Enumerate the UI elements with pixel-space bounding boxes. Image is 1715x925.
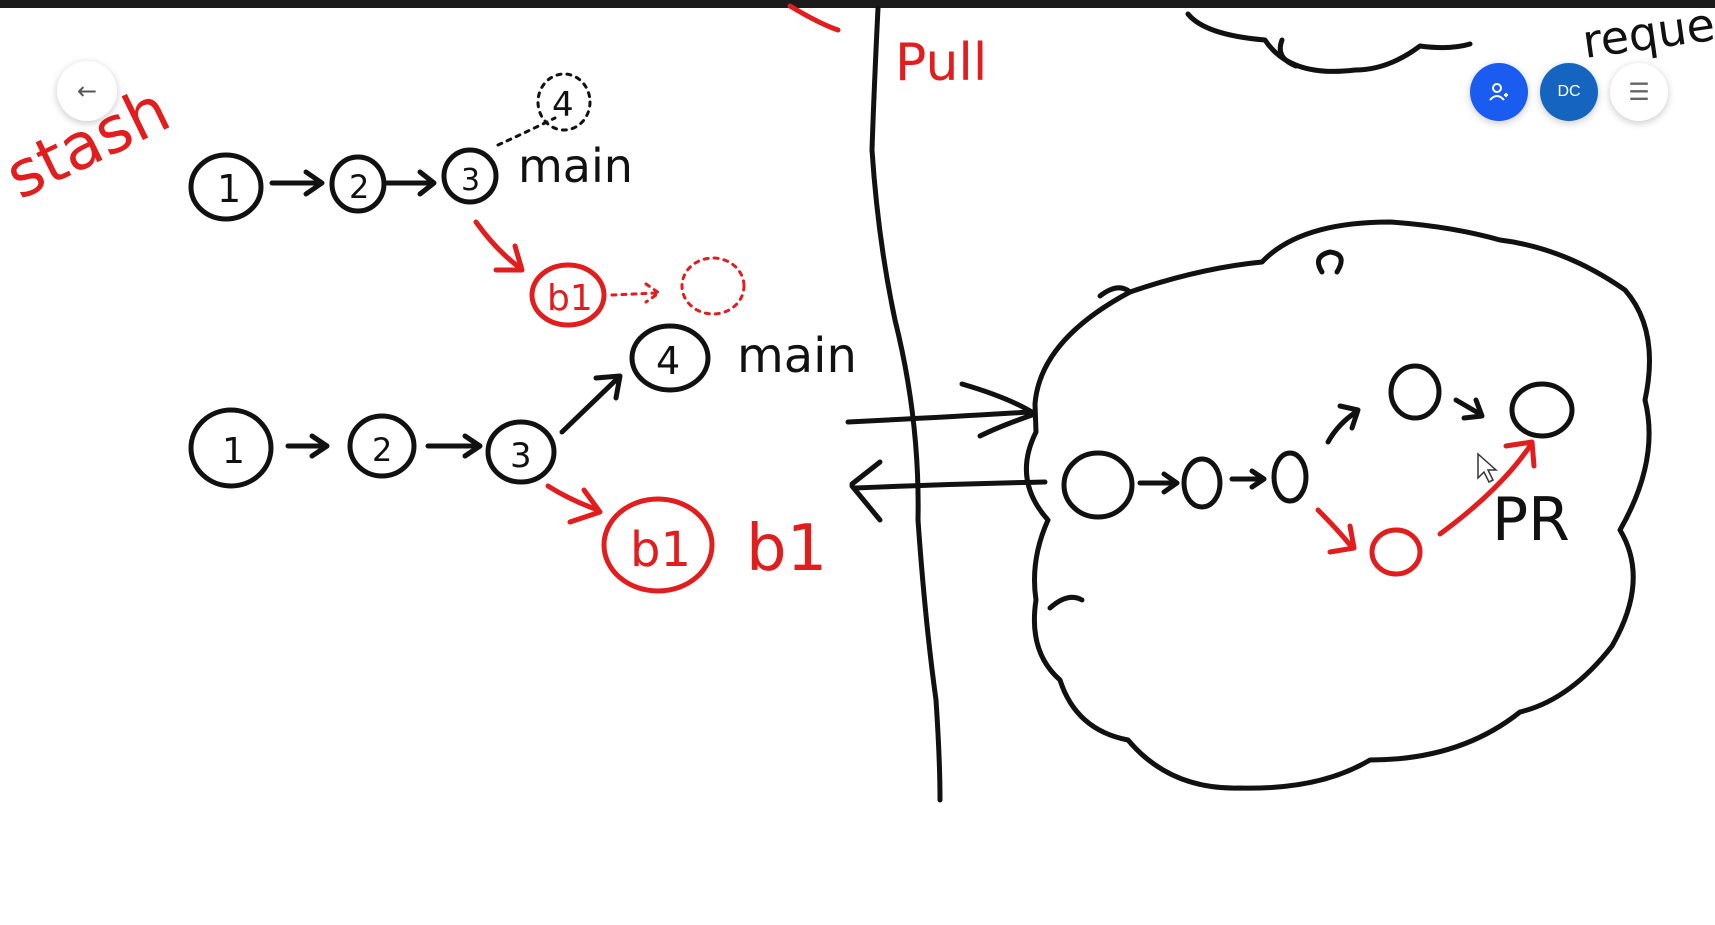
- remote-commit-2: [1181, 456, 1223, 510]
- pull-label: Pull: [895, 33, 987, 93]
- window-top-edge: [0, 0, 1715, 8]
- commit-node-2-mid: [347, 413, 417, 479]
- partial-cloud-curl: [1277, 37, 1299, 69]
- arrow-1-2: [269, 169, 325, 197]
- red-arrow-3-b1-mid: [545, 483, 603, 525]
- remote-arrow-3-4: [1325, 403, 1361, 445]
- branch-node-b1-top: [529, 262, 607, 328]
- red-arrow-3-b1-top: [473, 219, 525, 273]
- commit-label-3: 3: [461, 163, 480, 198]
- arrow-2-3-mid: [425, 433, 483, 459]
- main-label-top: main: [518, 139, 633, 193]
- branch-label-b1-mid: b1: [630, 522, 691, 578]
- b1-label: b1: [746, 512, 827, 586]
- remote-commit-4: [1388, 363, 1442, 421]
- commit-label-1: 1: [217, 167, 241, 211]
- branch-label-b1-top: b1: [547, 278, 593, 319]
- cloud-curl-upper-left: [1097, 285, 1133, 299]
- dotted-red-arrow: [610, 282, 662, 304]
- push-arrow-upper: [845, 381, 1038, 439]
- commit-label-4-mid: 4: [656, 339, 680, 383]
- remote-cloud: [1023, 219, 1652, 791]
- top-right-toolbar: DC ☰: [1470, 63, 1668, 121]
- share-button[interactable]: [1470, 63, 1528, 121]
- menu-button[interactable]: ☰: [1610, 63, 1668, 121]
- commit-node-3-mid: [485, 419, 557, 485]
- dotted-link-3-4: [496, 116, 557, 147]
- remote-commit-1: [1061, 450, 1135, 520]
- ghost-commit-label-4: 4: [552, 85, 574, 125]
- commit-node-1-mid: [188, 407, 274, 489]
- remote-commit-5: [1509, 381, 1575, 439]
- cloud-curl-top: [1315, 249, 1344, 275]
- commit-label-1-mid: 1: [222, 431, 245, 472]
- red-arrow-to-pr-commit: [1315, 507, 1357, 555]
- back-button[interactable]: ←: [57, 61, 117, 121]
- arrow-left-icon: ←: [76, 77, 98, 105]
- ghost-commit-4: [536, 72, 592, 132]
- partial-cloud-top: [1185, 11, 1473, 74]
- pull-arrow-lower: [849, 459, 1048, 523]
- arrow-2-3: [384, 169, 437, 197]
- top-commit-row: 1 2 3 main 4 b1: [188, 72, 746, 328]
- commit-label-2-mid: 2: [372, 431, 392, 469]
- red-arrow-pr-merge: [1437, 439, 1537, 537]
- remote-arrow-1-2: [1137, 471, 1180, 495]
- commit-node-3: [441, 147, 499, 205]
- remote-arrow-4-5: [1453, 397, 1485, 421]
- commit-node-4-mid: [629, 323, 711, 393]
- person-add-icon: [1489, 83, 1508, 101]
- user-avatar-button[interactable]: DC: [1540, 63, 1598, 121]
- arrow-3-4-mid: [559, 373, 623, 435]
- middle-commit-row: 1 2 3 4 main b1 b1: [188, 323, 857, 594]
- cloud-curl-left: [1047, 594, 1085, 611]
- branch-node-b1-mid: [601, 496, 715, 594]
- avatar-initials: DC: [1557, 83, 1581, 100]
- commit-node-1: [188, 152, 264, 222]
- request-label: reques: [1579, 0, 1715, 69]
- pr-commit: [1369, 527, 1423, 577]
- arrow-1-2-mid: [285, 433, 330, 459]
- commit-label-2: 2: [349, 168, 369, 206]
- pr-label: PR: [1492, 485, 1570, 555]
- divider-line: [869, 5, 943, 803]
- ghost-commit-red: [680, 256, 746, 316]
- remote-commit-3: [1271, 450, 1309, 504]
- commit-node-2: [329, 154, 387, 214]
- main-label-mid: main: [737, 328, 857, 384]
- hamburger-menu-icon: ☰: [1628, 78, 1650, 106]
- remote-arrow-2-3: [1229, 468, 1267, 490]
- commit-label-3-mid: 3: [510, 436, 532, 476]
- mouse-cursor-icon: [1477, 452, 1498, 484]
- partial-red-stroke: [787, 3, 841, 33]
